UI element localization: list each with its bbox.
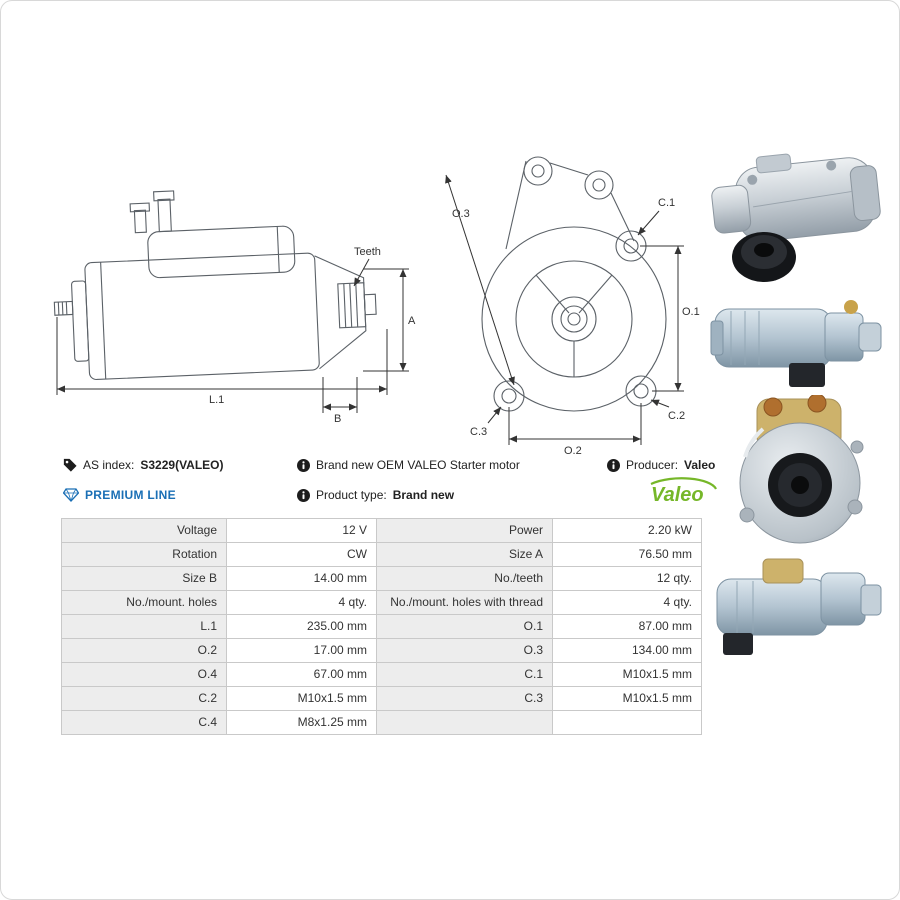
spec-value: 67.00 mm — [227, 663, 377, 687]
spec-label: No./mount. holes — [62, 591, 227, 615]
spec-label: O.3 — [377, 639, 553, 663]
spec-table: Voltage 12 V Power 2.20 kW Rotation CW S… — [61, 518, 702, 735]
spec-label: O.4 — [62, 663, 227, 687]
dim-label-c1: C.1 — [658, 197, 675, 209]
diamond-icon — [63, 488, 79, 502]
spec-value — [553, 711, 702, 735]
producer: Producer: Valeo — [607, 458, 715, 472]
info-icon — [607, 458, 620, 472]
spec-label: L.1 — [62, 615, 227, 639]
spec-value: 87.00 mm — [553, 615, 702, 639]
spec-value: 76.50 mm — [553, 543, 702, 567]
valeo-logo: Valeo — [650, 477, 718, 506]
producer-label: Producer: — [626, 458, 679, 472]
premium-line: PREMIUM LINE — [63, 488, 176, 502]
dim-label-teeth: Teeth — [354, 246, 381, 258]
spec-value: 2.20 kW — [553, 519, 702, 543]
dim-label-b: B — [334, 413, 341, 425]
spec-value: 14.00 mm — [227, 567, 377, 591]
spec-label: Voltage — [62, 519, 227, 543]
spec-value: M10x1.5 mm — [553, 663, 702, 687]
product-photo-side-view-2 — [716, 558, 882, 655]
spec-value: M8x1.25 mm — [227, 711, 377, 735]
spec-value: 17.00 mm — [227, 639, 377, 663]
product-type-label: Product type: — [316, 488, 387, 502]
spec-label: Size A — [377, 543, 553, 567]
product-photo-rear-view — [739, 395, 864, 544]
producer-value: Valeo — [684, 458, 716, 472]
info-icon — [297, 458, 310, 472]
valeo-logo-text: Valeo — [651, 484, 704, 506]
as-index: AS index: S3229(VALEO) — [63, 458, 224, 472]
spec-label: O.2 — [62, 639, 227, 663]
spec-label: No./teeth — [377, 567, 553, 591]
spec-label: Power — [377, 519, 553, 543]
dim-label-c2: C.2 — [668, 410, 685, 422]
product-photo-side-view-1 — [710, 300, 882, 387]
spec-label: O.1 — [377, 615, 553, 639]
brand-new-note: Brand new OEM VALEO Starter motor — [297, 458, 520, 472]
premium-line-label: PREMIUM LINE — [85, 488, 176, 502]
brand-new-text: Brand new OEM VALEO Starter motor — [316, 458, 520, 472]
product-type: Product type: Brand new — [297, 488, 454, 502]
as-index-label: AS index: — [83, 458, 135, 472]
product-photo-top-view — [711, 153, 881, 282]
spec-value: 12 qty. — [553, 567, 702, 591]
spec-value: 235.00 mm — [227, 615, 377, 639]
dim-label-c3: C.3 — [470, 426, 487, 438]
spec-label — [377, 711, 553, 735]
as-index-value: S3229(VALEO) — [140, 458, 224, 472]
dim-label-o3: O.3 — [452, 208, 470, 220]
spec-value: M10x1.5 mm — [553, 687, 702, 711]
dim-label-o2: O.2 — [564, 445, 582, 457]
dim-label-a: A — [408, 315, 416, 327]
spec-label: C.2 — [62, 687, 227, 711]
spec-value: 4 qty. — [227, 591, 377, 615]
spec-label: Rotation — [62, 543, 227, 567]
spec-value: 12 V — [227, 519, 377, 543]
spec-value: 134.00 mm — [553, 639, 702, 663]
dim-label-l1: L.1 — [209, 394, 224, 406]
spec-label: No./mount. holes with thread — [377, 591, 553, 615]
spec-label: C.4 — [62, 711, 227, 735]
spec-label: C.1 — [377, 663, 553, 687]
front-view-diagram: O.3 O.1 O.2 C.1 C.2 C.3 — [445, 156, 700, 457]
dim-label-o1: O.1 — [682, 306, 700, 318]
spec-label: C.3 — [377, 687, 553, 711]
product-type-value: Brand new — [392, 488, 455, 502]
spec-value: CW — [227, 543, 377, 567]
tag-icon — [63, 458, 77, 472]
info-icon — [297, 488, 310, 502]
spec-value: 4 qty. — [553, 591, 702, 615]
spec-value: M10x1.5 mm — [227, 687, 377, 711]
side-view-diagram: L.1 B A Teeth — [53, 190, 416, 425]
spec-label: Size B — [62, 567, 227, 591]
